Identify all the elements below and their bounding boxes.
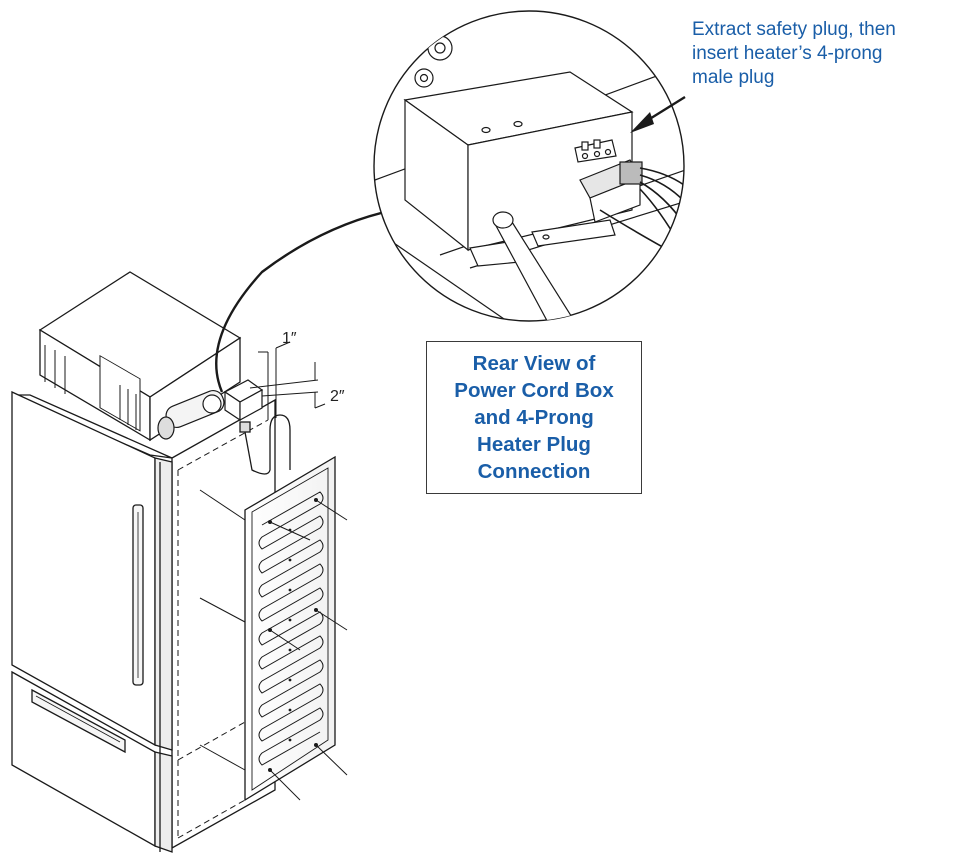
dimension-label-vertical: 2″ xyxy=(330,388,345,405)
power-cord-box-small xyxy=(223,379,264,422)
caption-box: Rear View of Power Cord Box and 4-Prong … xyxy=(426,341,642,494)
safety-plug-socket xyxy=(574,139,617,163)
heater-cord xyxy=(244,414,291,475)
drawer-handle xyxy=(31,688,126,754)
door-handles xyxy=(31,504,144,754)
callout-arrow xyxy=(630,95,686,133)
dimension-lines xyxy=(249,341,326,420)
leader-cord xyxy=(215,210,386,393)
callout-instruction: Extract safety plug, then insert heater’… xyxy=(692,19,896,88)
heating-element xyxy=(258,491,324,766)
caption-title: Rear View of Power Cord Box and 4-Prong … xyxy=(454,352,614,483)
dimension-label-horizontal: 1″ xyxy=(282,330,297,347)
magnified-detail xyxy=(373,10,686,322)
heater-panel xyxy=(199,414,348,802)
